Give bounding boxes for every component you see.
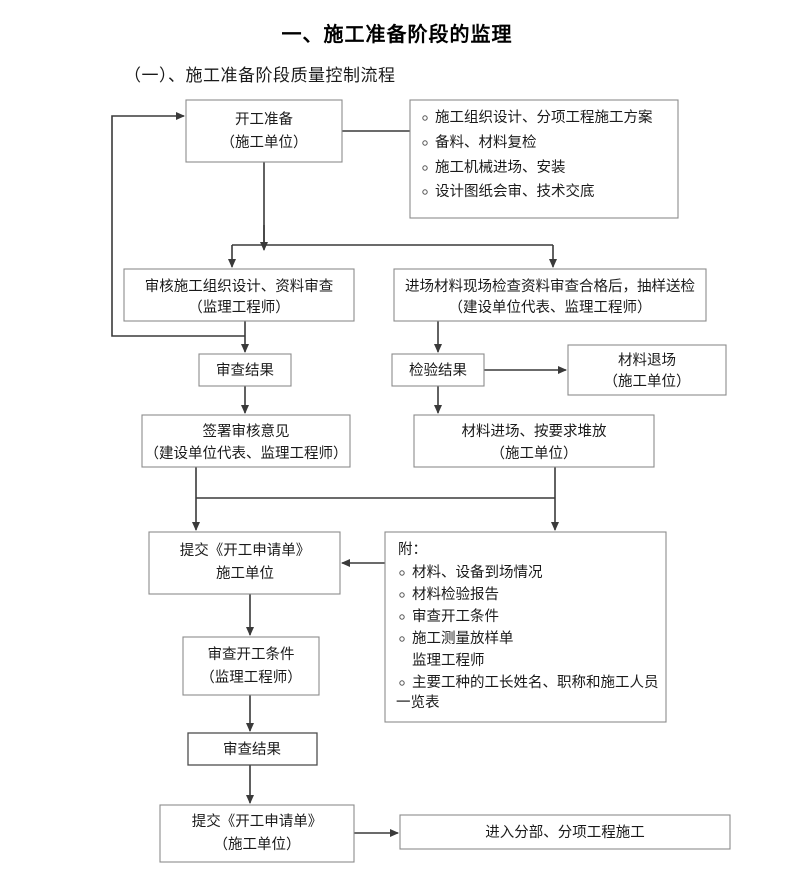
- review-result-2-label: 审查结果: [223, 741, 281, 758]
- sign-review-opinion-line-2: （建设单位代表、监理工程师）: [145, 445, 348, 462]
- submit-application-1-line-1: 提交《开工申请单》: [180, 541, 311, 559]
- appendix-item-5-line-2: 一览表: [396, 694, 440, 711]
- submit-application-2-line-1: 提交《开工申请单》: [192, 812, 323, 830]
- preparation-item-1: 施工组织设计、分项工程施工方案: [435, 108, 653, 126]
- edge-feedback-loop: [111, 112, 245, 337]
- review-start-conditions-line-1: 审查开工条件: [208, 646, 295, 663]
- preparation-items-box[interactable]: 施工组织设计、分项工程施工方案 备料、材料复检 施工机械进场、安装 设计图纸会审…: [409, 99, 679, 219]
- preparation-item-3: 施工机械进场、安装: [435, 159, 566, 176]
- submit-application-1-line-2: 施工单位: [216, 565, 274, 582]
- material-site-inspection-line-2: （建设单位代表、监理工程师）: [449, 299, 652, 316]
- material-return-box[interactable]: 材料退场 （施工单位）: [567, 344, 727, 396]
- review-result-box-2[interactable]: 审查结果: [187, 732, 318, 766]
- review-result-1-label: 审查结果: [216, 362, 274, 379]
- appendix-item-1: 材料、设备到场情况: [412, 564, 543, 581]
- appendix-item-5-line-1: 主要工种的工长姓名、职称和施工人员: [412, 674, 659, 691]
- review-construction-design-box[interactable]: 审核施工组织设计、资料审查 （监理工程师）: [123, 268, 355, 322]
- appendix-item-3: 审查开工条件: [412, 608, 499, 625]
- submit-start-application-box-1[interactable]: 提交《开工申请单》 施工单位: [148, 531, 341, 595]
- section-subtitle: （一）、施工准备阶段质量控制流程: [124, 66, 396, 86]
- material-return-line-2: （施工单位）: [604, 373, 691, 390]
- review-construction-design-line-1: 审核施工组织设计、资料审查: [145, 278, 334, 295]
- sign-review-opinion-box[interactable]: 签署审核意见 （建设单位代表、监理工程师）: [141, 414, 351, 468]
- material-site-inspection-line-1: 进场材料现场检查资料审查合格后，抽样送检: [405, 278, 695, 295]
- review-construction-design-line-2: （监理工程师）: [188, 299, 290, 316]
- material-site-inspection-box[interactable]: 进场材料现场检查资料审查合格后，抽样送检 （建设单位代表、监理工程师）: [393, 268, 707, 322]
- appendix-heading: 附：: [398, 541, 427, 558]
- connector-layer: [111, 112, 567, 837]
- review-start-conditions-box[interactable]: 审查开工条件 （监理工程师）: [182, 636, 320, 696]
- preparation-item-2: 备料、材料复检: [435, 133, 537, 151]
- start-preparation-line-2: （施工单位）: [221, 134, 308, 151]
- start-preparation-line-1: 开工准备: [235, 111, 293, 128]
- page-title: 一、施工准备阶段的监理: [281, 22, 513, 46]
- appendix-box[interactable]: 附： 材料、设备到场情况 材料检验报告 审查开工条件 施工测量放样单 监理工程师…: [384, 531, 667, 723]
- enter-subdivision-construction-label: 进入分部、分项工程施工: [485, 824, 645, 841]
- review-start-conditions-line-2: （监理工程师）: [200, 669, 302, 686]
- appendix-item-4: 施工测量放样单: [412, 630, 514, 647]
- material-entry-storage-line-1: 材料进场、按要求堆放: [462, 423, 607, 440]
- material-return-line-1: 材料退场: [618, 352, 676, 369]
- node-layer: 开工准备 （施工单位） 施工组织设计、分项工程施工方案 备料、材料复检 施工机械…: [123, 99, 731, 863]
- submit-application-2-line-2: （施工单位）: [214, 836, 301, 853]
- start-preparation-box[interactable]: 开工准备 （施工单位）: [185, 99, 343, 163]
- material-entry-storage-line-2: （施工单位）: [491, 445, 578, 462]
- preparation-item-4: 设计图纸会审、技术交底: [435, 182, 595, 200]
- inspection-result-label: 检验结果: [409, 362, 467, 379]
- appendix-sub-item: 监理工程师: [412, 652, 485, 669]
- material-entry-storage-box[interactable]: 材料进场、按要求堆放 （施工单位）: [413, 414, 655, 468]
- enter-subdivision-construction-box[interactable]: 进入分部、分项工程施工: [399, 814, 731, 850]
- appendix-item-2: 材料检验报告: [412, 586, 499, 603]
- review-result-box-1[interactable]: 审查结果: [198, 353, 292, 387]
- submit-start-application-box-2[interactable]: 提交《开工申请单》 （施工单位）: [159, 804, 355, 863]
- sign-review-opinion-line-1: 签署审核意见: [203, 422, 290, 440]
- inspection-result-box[interactable]: 检验结果: [391, 353, 485, 387]
